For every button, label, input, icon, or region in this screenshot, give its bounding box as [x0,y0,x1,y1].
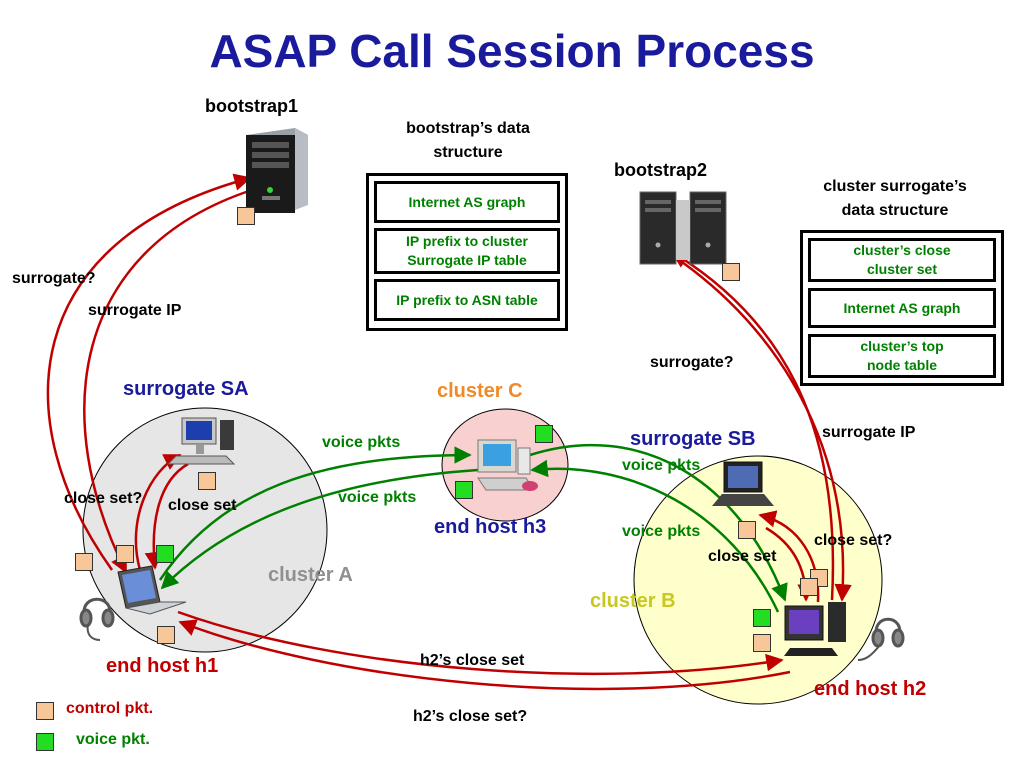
surrogate-ip-right-arrow [681,260,852,602]
voice-pkt-marker [753,609,771,627]
surrogate-ds-item-close-set: cluster’s close cluster set [808,238,996,282]
msg-close-set-query-a: close set? [64,490,143,507]
voice-pkt-marker [455,481,473,499]
surrogate-ds-title-line2: data structure [841,202,949,219]
msg-close-set-query-b: close set? [814,532,893,549]
surrogate-ds-item-top-node-line2: node table [866,357,937,373]
msg-surrogate-query-right: surrogate? [650,354,734,371]
bootstrap-ds-title-line2: structure [433,144,503,161]
end-host-h3-desktop-icon [477,439,538,491]
msg-h2-close-set: h2’s close set [420,652,525,669]
msg-h2-close-set-query: h2’s close set? [413,708,528,725]
msg-voice-pkts-4: voice pkts [622,523,701,540]
h2-close-set-arrow [177,610,784,676]
surrogate-ds-item-top-node-line1: cluster’s top [860,338,944,354]
voice-h3-to-h1-arrow [160,468,479,590]
msg-close-set-a: close set [168,497,237,514]
bootstrap-ds-item-prefix-cluster-line2: Surrogate IP table [407,252,527,268]
control-pkt-marker [722,263,740,281]
end-host-h1-headset-icon [79,597,115,641]
bootstrap-ds-title-line1: bootstrap’s data [406,120,530,137]
voice-h3-to-h2-arrow [529,443,788,602]
surrogate-ip-arrow [83,188,253,574]
voice-h1-to-h3-arrow [158,446,472,581]
legend-control-swatch [36,702,54,720]
control-pkt-marker [198,472,216,490]
end-host-h1-label: end host h1 [106,655,219,677]
control-pkt-marker [116,545,134,563]
surrogate-sb-label: surrogate SB [630,428,756,450]
surrogate-sb-laptop-icon [712,461,774,506]
control-pkt-marker [800,578,818,596]
bootstrap1-label: bootstrap1 [205,96,299,116]
msg-voice-pkts-3: voice pkts [622,457,701,474]
cluster-c-label: cluster C [437,380,523,402]
page-title: ASAP Call Session Process [209,25,815,77]
control-pkt-marker [738,521,756,539]
close-set-a-arrow [144,462,189,570]
legend-voice-label: voice pkt. [76,731,150,748]
bootstrap-ds-item-prefix-cluster-line1: IP prefix to cluster [406,233,528,249]
bootstrap-ds-item-as-graph-text: Internet AS graph [408,193,526,210]
cluster-b-region [633,455,883,705]
end-host-h2-label: end host h2 [814,678,927,700]
control-pkt-marker [237,207,255,225]
cluster-a-label: cluster A [268,564,353,586]
voice-pkt-marker [156,545,174,563]
end-host-h2-headset-icon [857,617,905,661]
surrogate-query-arrow [46,173,252,571]
end-host-h1-laptop-icon [117,565,187,615]
control-pkt-marker [753,634,771,652]
surrogate-sa-label: surrogate SA [123,378,249,400]
cluster-b-label: cluster B [590,590,676,612]
msg-surrogate-ip-right: surrogate IP [822,424,916,441]
msg-voice-pkts-2: voice pkts [338,489,417,506]
legend-voice-swatch [36,733,54,751]
bootstrap1-server-icon [246,128,308,213]
end-host-h2-desktop-icon [784,602,846,656]
bootstrap2-label: bootstrap2 [614,160,708,180]
surrogate-ds-box: cluster’s close cluster set Internet AS … [800,230,1004,386]
surrogate-ds-item-top-node: cluster’s top node table [808,334,996,378]
msg-surrogate-query-left: surrogate? [12,270,96,287]
surrogate-sa-desktop-icon [166,417,236,465]
control-pkt-marker [75,553,93,571]
h2-close-set-query-arrow [178,619,791,691]
surrogate-ds-item-as-graph-text: Internet AS graph [843,299,961,316]
surrogate-ds-item-as-graph: Internet AS graph [808,288,996,328]
surrogate-ds-item-close-set-line1: cluster’s close [853,242,951,258]
voice-h2-to-h3-arrow [530,459,780,613]
bootstrap2-server-icon [639,191,727,265]
end-host-h3-label: end host h3 [434,516,547,538]
bootstrap-ds-box: Internet AS graph IP prefix to cluster S… [366,173,568,331]
legend-control-label: control pkt. [66,700,154,717]
surrogate-ds-title-line1: cluster surrogate’s [823,178,967,195]
bootstrap-ds-item-prefix-asn-text: IP prefix to ASN table [396,291,538,308]
msg-surrogate-ip-left: surrogate IP [88,302,182,319]
voice-pkt-marker [535,425,553,443]
msg-close-set-b: close set [708,548,777,565]
msg-voice-pkts-1: voice pkts [322,434,401,451]
bootstrap-ds-item-as-graph: Internet AS graph [374,181,560,223]
surrogate-ds-item-close-set-line2: cluster set [866,261,938,277]
control-pkt-marker [157,626,175,644]
bootstrap-ds-item-prefix-cluster: IP prefix to cluster Surrogate IP table [374,228,560,274]
bootstrap-ds-item-prefix-asn: IP prefix to ASN table [374,279,560,321]
